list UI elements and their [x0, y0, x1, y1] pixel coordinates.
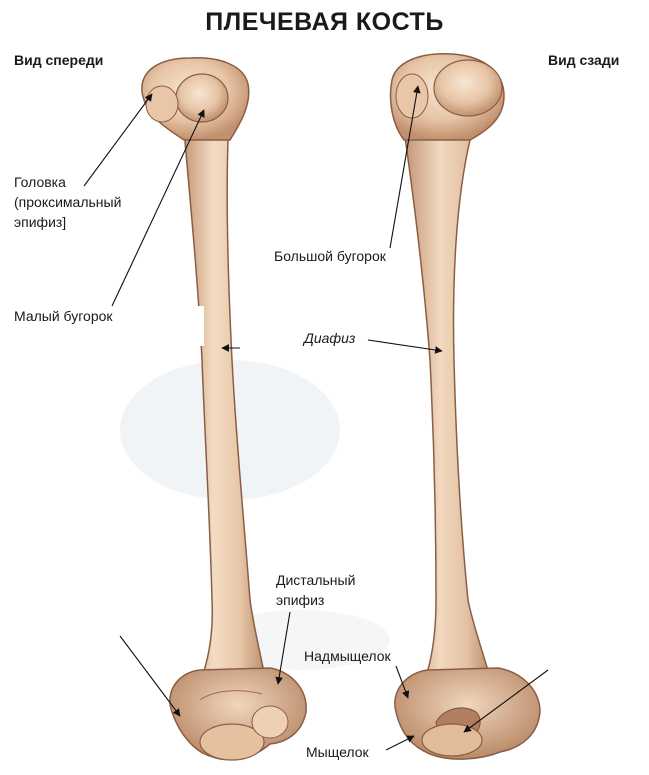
pointer-condyle: [386, 736, 414, 750]
back-humerus: [391, 54, 541, 759]
white-patch: [184, 306, 204, 346]
back-trochlea: [422, 724, 482, 756]
label-diaphysis: Диафиз: [304, 328, 355, 348]
label-epicondyle: Надмыщелок: [304, 646, 391, 666]
label-head-line-2: (проксимальный: [14, 192, 121, 212]
label-head-line-3: эпифиз]: [14, 212, 121, 232]
front-lesser-tubercle: [146, 86, 178, 122]
label-head: Головка (проксимальный эпифиз]: [14, 172, 121, 232]
label-greater-tubercle: Большой бугорок: [274, 246, 386, 266]
back-greater-tubercle: [396, 74, 428, 118]
label-distal-epiphysis-line-1: Дистальный: [276, 570, 355, 590]
label-distal-epiphysis: Дистальный эпифиз: [276, 570, 355, 610]
back-head: [434, 60, 502, 116]
background-shading: [120, 360, 390, 670]
label-lesser-tubercle: Малый бугорок: [14, 306, 113, 326]
label-distal-epiphysis-line-2: эпифиз: [276, 590, 355, 610]
front-capitulum: [252, 706, 288, 738]
label-head-line-1: Головка: [14, 172, 121, 192]
label-condyle: Мыщелок: [306, 742, 369, 762]
back-shaft: [404, 130, 494, 692]
pointer-front-condyle: [120, 636, 180, 716]
